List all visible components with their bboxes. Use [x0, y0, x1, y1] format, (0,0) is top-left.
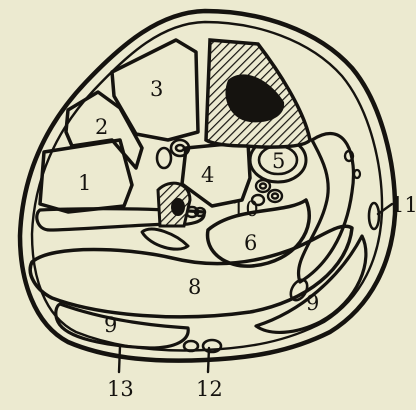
leader-13 [119, 346, 120, 372]
leader-11 [378, 204, 392, 214]
label-12: 12 [196, 377, 223, 401]
label-13: 13 [107, 377, 134, 401]
label-5: 5 [272, 149, 285, 173]
label-2: 2 [95, 115, 108, 139]
label-9-right: 9 [306, 291, 319, 315]
label-4: 4 [201, 163, 214, 187]
dark-core-small [171, 198, 185, 216]
label-11: 11 [391, 193, 416, 217]
vessel-11 [369, 203, 379, 229]
label-6: 6 [244, 231, 257, 255]
label-3: 3 [150, 77, 163, 101]
label-10: 10 [232, 197, 259, 221]
region-9-left [56, 304, 188, 348]
label-9-left: 9 [104, 313, 117, 337]
label-8: 8 [188, 275, 201, 299]
leader-12 [208, 348, 209, 372]
label-1: 1 [78, 171, 91, 195]
small-lens [142, 229, 188, 249]
vessel-11-lower [354, 170, 360, 178]
